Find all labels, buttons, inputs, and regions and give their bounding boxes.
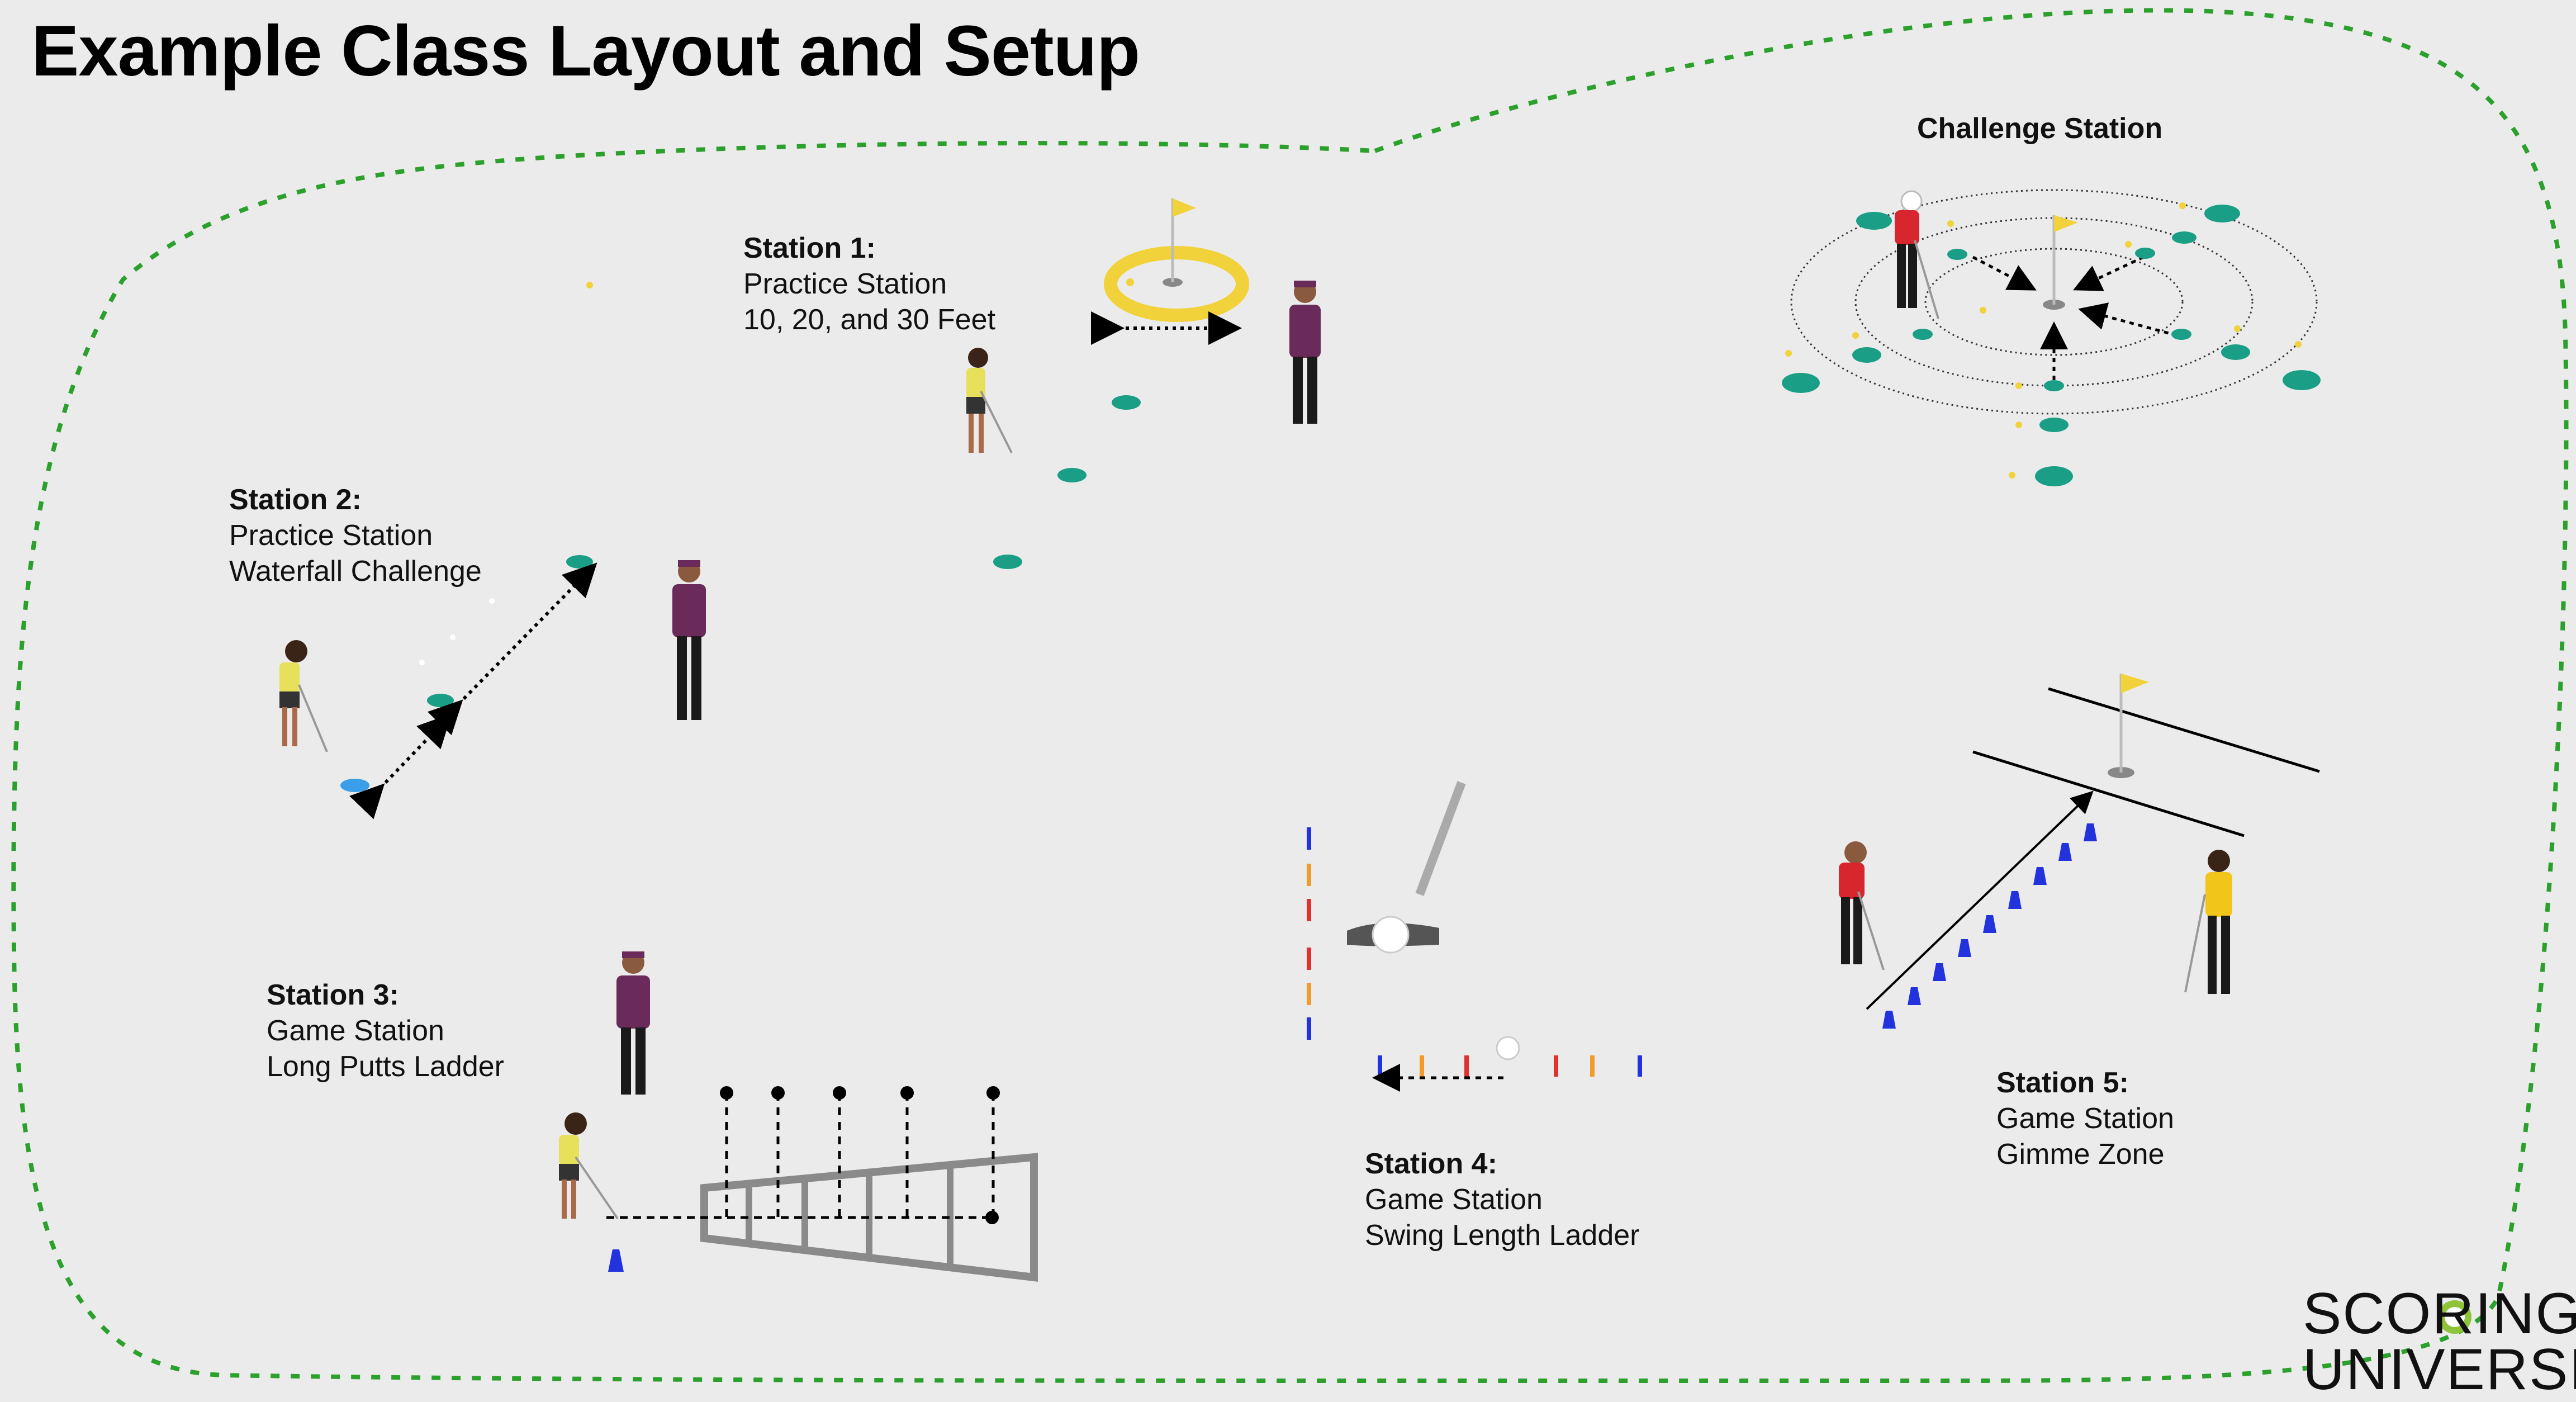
station-5-label: Station 5: Game Station Gimme Zone xyxy=(1996,1065,2174,1172)
cone xyxy=(1112,395,1141,410)
station-4-setup xyxy=(1307,783,1642,1078)
flag xyxy=(2121,674,2149,693)
cone xyxy=(427,694,454,707)
station-5-setup xyxy=(1839,674,2319,1029)
station-1-heading: Station 1: xyxy=(743,230,995,266)
challenge-station-setup xyxy=(1782,190,2321,486)
student-figure xyxy=(279,640,327,752)
station-4-heading: Station 4: xyxy=(1365,1146,1640,1182)
cone xyxy=(993,555,1022,569)
flag xyxy=(1173,198,1196,217)
cone xyxy=(1057,468,1087,482)
cone-row xyxy=(1882,823,2097,1029)
challenge-station-title: Challenge Station xyxy=(1917,112,2162,145)
station-4-line1: Game Station xyxy=(1365,1182,1640,1218)
station-3-line2: Long Putts Ladder xyxy=(267,1049,504,1084)
field-boundary xyxy=(13,10,2566,1381)
station-2-label: Station 2: Practice Station Waterfall Ch… xyxy=(229,482,482,589)
student-figure xyxy=(966,348,1012,453)
station-2-setup xyxy=(279,555,706,792)
station-5-line2: Gimme Zone xyxy=(1996,1136,2174,1172)
golf-ball xyxy=(1373,917,1408,953)
cone xyxy=(608,1249,624,1272)
cone-ring xyxy=(1782,205,2321,486)
logo-line1: SCORING xyxy=(2303,1286,2576,1342)
station-5-line1: Game Station xyxy=(1996,1101,2174,1136)
station-5-heading: Station 5: xyxy=(1996,1065,2174,1101)
station-2-heading: Station 2: xyxy=(229,482,482,518)
logo: SCORING UNIVERSITY xyxy=(2303,1286,2576,1398)
page-title: Example Class Layout and Setup xyxy=(31,10,1140,92)
station-2-line1: Practice Station xyxy=(229,518,482,553)
cone xyxy=(340,779,369,792)
station-3-label: Station 3: Game Station Long Putts Ladde… xyxy=(267,977,504,1084)
coach-figure xyxy=(2185,850,2232,994)
coach-figure xyxy=(672,560,706,720)
station-1-label: Station 1: Practice Station 10, 20, and … xyxy=(743,230,995,338)
logo-line2: UNIVERSITY xyxy=(2303,1342,2576,1398)
station-3-heading: Station 3: xyxy=(267,977,504,1013)
station-1-line1: Practice Station xyxy=(743,266,995,302)
coach-figure xyxy=(1289,281,1321,424)
station-3-line1: Game Station xyxy=(267,1013,504,1049)
player-figure xyxy=(1839,841,1884,970)
cone xyxy=(566,555,593,569)
station-4-label: Station 4: Game Station Swing Length Lad… xyxy=(1365,1146,1640,1253)
student-figure xyxy=(559,1112,618,1219)
tee-column xyxy=(1307,827,1311,1040)
station-1-line2: 10, 20, and 30 Feet xyxy=(743,302,995,338)
player-figure xyxy=(1895,191,1938,319)
station-4-line2: Swing Length Ladder xyxy=(1365,1218,1640,1253)
coach-figure xyxy=(616,951,650,1095)
station-3-setup xyxy=(559,951,1034,1277)
station-2-line2: Waterfall Challenge xyxy=(229,553,482,589)
